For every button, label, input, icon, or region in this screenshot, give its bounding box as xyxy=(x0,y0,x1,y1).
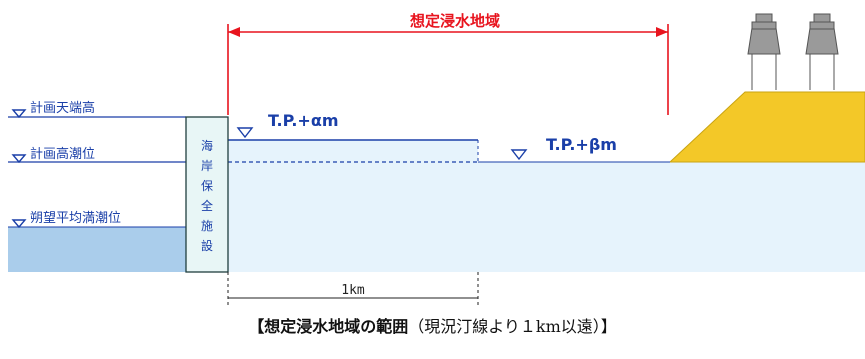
level-marker-icon xyxy=(11,109,528,229)
facility-char: 海 xyxy=(201,138,213,153)
caption-sub: （現況汀線より１km以遠）】 xyxy=(408,317,617,336)
embankment xyxy=(668,91,865,163)
tp-beta-label: T.P.+βm xyxy=(546,135,617,154)
facility-char: 設 xyxy=(201,238,213,253)
arrow-left-icon xyxy=(228,27,240,37)
tank-icon xyxy=(805,13,839,90)
coastal-facility xyxy=(185,116,229,273)
figure-caption: 【想定浸水地域の範囲（現況汀線より１km以遠）】 xyxy=(0,313,865,337)
tp-alpha-label: T.P.+αm xyxy=(268,111,339,130)
design-tide-label: 計画高潮位 xyxy=(30,146,95,162)
scale-label: 1km xyxy=(341,283,365,298)
caption-main: 【想定浸水地域の範囲 xyxy=(248,317,409,336)
design-crest-label: 計画天端高 xyxy=(30,100,95,116)
sea-area xyxy=(8,227,186,272)
inundation-label: 想定浸水地域 xyxy=(409,12,500,30)
facility-char: 全 xyxy=(201,198,213,213)
flood-area-upper xyxy=(228,140,478,162)
facility-label: 海 岸 保 全 施 設 xyxy=(201,138,213,253)
arrow-right-icon xyxy=(656,27,668,37)
flood-area-lower xyxy=(228,162,865,272)
facility-char: 施 xyxy=(201,219,213,233)
tank-icon xyxy=(747,13,781,90)
mean-tide-label: 朔望平均満潮位 xyxy=(30,210,121,226)
inundation-diagram: 想定浸水地域 計画天端高 計画高潮位 朔望平均満潮位 T.P.+αm T.P.+… xyxy=(8,12,865,306)
facility-char: 岸 xyxy=(201,159,213,173)
facility-char: 保 xyxy=(201,179,213,193)
